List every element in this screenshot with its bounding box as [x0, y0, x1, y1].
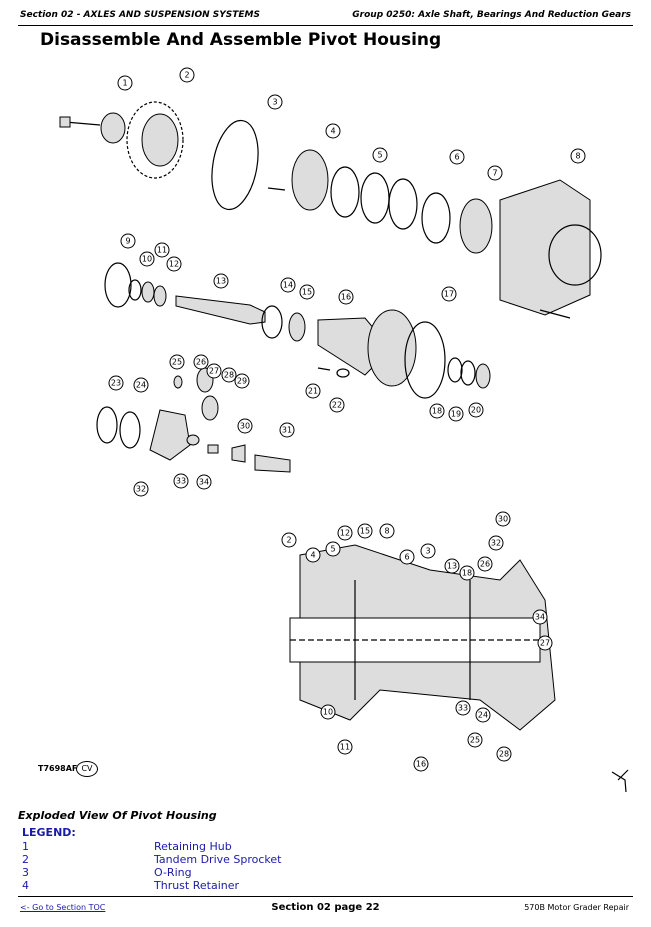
svg-text:10: 10 — [142, 255, 152, 264]
svg-text:30: 30 — [498, 515, 508, 524]
svg-text:8: 8 — [384, 527, 389, 536]
svg-text:1: 1 — [122, 79, 127, 88]
svg-text:4: 4 — [330, 127, 335, 136]
pivot-housing-diagram: 1 2 3 4 5 6 7 8 9 10 11 12 13 14 15 16 1… — [59, 67, 629, 793]
footer-divider — [18, 896, 633, 897]
svg-text:15: 15 — [360, 527, 370, 536]
svg-text:2: 2 — [184, 71, 189, 80]
exploded-view — [59, 101, 602, 473]
svg-text:34: 34 — [535, 613, 545, 622]
legend-item-number: 4 — [22, 879, 29, 892]
svg-text:2: 2 — [286, 536, 291, 545]
svg-text:24: 24 — [136, 381, 146, 390]
svg-text:6: 6 — [454, 153, 459, 162]
svg-text:4: 4 — [310, 551, 315, 560]
svg-text:11: 11 — [340, 743, 350, 752]
legend-item: 3 O-Ring — [22, 866, 192, 879]
svg-text:26: 26 — [196, 358, 206, 367]
exploded-callouts: 1 2 3 4 5 6 7 8 9 10 11 12 13 14 15 16 1… — [108, 67, 586, 497]
svg-text:21: 21 — [308, 387, 318, 396]
svg-text:9: 9 — [125, 237, 130, 246]
svg-text:25: 25 — [470, 736, 480, 745]
svg-text:12: 12 — [169, 260, 179, 269]
svg-text:6: 6 — [404, 553, 409, 562]
svg-text:33: 33 — [176, 477, 186, 486]
svg-text:7: 7 — [492, 169, 497, 178]
legend-item: 1 Retaining Hub — [22, 840, 232, 853]
svg-text:18: 18 — [432, 407, 442, 416]
section-header: Section 02 - AXLES AND SUSPENSION SYSTEM… — [20, 10, 260, 20]
svg-text:32: 32 — [136, 485, 146, 494]
svg-text:29: 29 — [237, 377, 247, 386]
section-view — [289, 544, 556, 731]
figure-code-suffix: CV — [76, 761, 98, 777]
legend-item: 4 Thrust Retainer — [22, 879, 239, 892]
svg-text:30: 30 — [240, 422, 250, 431]
svg-text:23: 23 — [111, 379, 121, 388]
svg-text:14: 14 — [283, 281, 293, 290]
svg-text:16: 16 — [341, 293, 351, 302]
header-divider — [18, 25, 633, 26]
svg-text:32: 32 — [491, 539, 501, 548]
legend-item-number: 1 — [22, 840, 29, 853]
svg-text:5: 5 — [377, 151, 382, 160]
figure-code: T7698AF — [38, 764, 78, 773]
svg-text:27: 27 — [209, 367, 219, 376]
page-number: Section 02 page 22 — [271, 902, 380, 913]
legend-item-label: O-Ring — [154, 866, 192, 879]
page-title: Disassemble And Assemble Pivot Housing — [40, 30, 442, 50]
legend-item-label: Retaining Hub — [154, 840, 232, 853]
manual-title: 570B Motor Grader Repair — [524, 903, 629, 912]
group-header: Group 0250: Axle Shaft, Bearings And Red… — [352, 10, 631, 20]
svg-text:10: 10 — [323, 708, 333, 717]
svg-text:15: 15 — [302, 288, 312, 297]
svg-text:26: 26 — [480, 560, 490, 569]
svg-text:16: 16 — [416, 760, 426, 769]
svg-text:31: 31 — [282, 426, 292, 435]
svg-text:28: 28 — [224, 371, 234, 380]
section-toc-link[interactable]: <- Go to Section TOC — [20, 903, 106, 912]
svg-text:19: 19 — [451, 410, 461, 419]
legend-item-number: 2 — [22, 853, 29, 866]
svg-text:13: 13 — [216, 277, 226, 286]
svg-text:22: 22 — [332, 401, 342, 410]
svg-text:18: 18 — [462, 569, 472, 578]
legend-item-label: Tandem Drive Sprocket — [154, 853, 282, 866]
svg-text:33: 33 — [458, 704, 468, 713]
svg-text:13: 13 — [447, 562, 457, 571]
section-callouts: 2 4 5 12 15 8 6 3 13 18 26 30 32 34 27 2… — [281, 511, 553, 772]
svg-text:5: 5 — [330, 545, 335, 554]
svg-text:34: 34 — [199, 478, 209, 487]
svg-text:8: 8 — [575, 152, 580, 161]
svg-text:17: 17 — [444, 290, 454, 299]
svg-text:28: 28 — [499, 750, 509, 759]
figure-caption: Exploded View Of Pivot Housing — [18, 809, 217, 822]
svg-text:20: 20 — [471, 406, 481, 415]
svg-text:24: 24 — [478, 711, 488, 720]
legend-item: 2 Tandem Drive Sprocket — [22, 853, 281, 866]
svg-text:3: 3 — [425, 547, 430, 556]
svg-text:25: 25 — [172, 358, 182, 367]
legend-title: LEGEND: — [22, 826, 76, 839]
svg-text:3: 3 — [272, 98, 277, 107]
svg-text:11: 11 — [157, 246, 167, 255]
svg-text:27: 27 — [540, 639, 550, 648]
svg-text:12: 12 — [340, 529, 350, 538]
legend-item-label: Thrust Retainer — [154, 879, 240, 892]
legend-item-number: 3 — [22, 866, 29, 879]
